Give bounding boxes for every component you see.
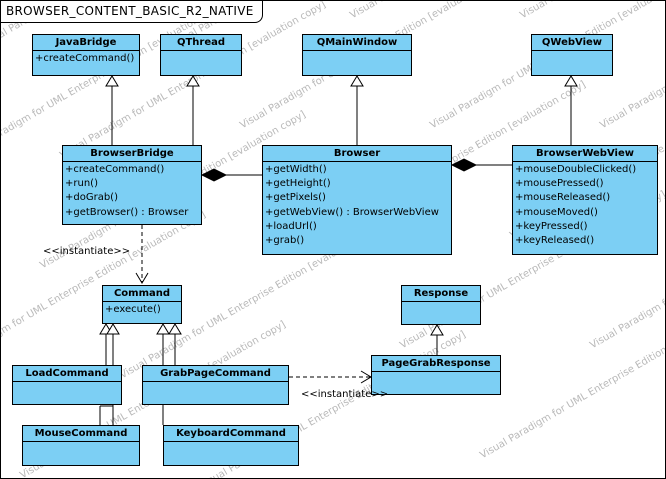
operation: +keyPressed() bbox=[515, 220, 588, 232]
class-name: QThread bbox=[161, 35, 241, 51]
generalization-grabpagecommand-command bbox=[168, 323, 182, 365]
class-name: LoadCommand bbox=[13, 366, 121, 382]
class-qwebview[interactable]: QWebView bbox=[531, 34, 613, 76]
class-browser[interactable]: Browser +getWidth() +getHeight() +getPix… bbox=[262, 145, 452, 255]
operation: +getBrowser() : Browser bbox=[65, 206, 189, 218]
operation: +doGrab() bbox=[65, 192, 118, 204]
class-name: BrowserWebView bbox=[513, 146, 657, 162]
class-name: MouseCommand bbox=[23, 426, 139, 442]
operation: +getWidth() bbox=[265, 164, 327, 175]
class-name: QWebView bbox=[532, 35, 612, 51]
generalization-browserbridge-javabridge bbox=[105, 75, 119, 145]
operation: +keyReleased() bbox=[515, 234, 595, 246]
composition-browserbridge-browser bbox=[200, 168, 262, 182]
class-pagegrabresponse[interactable]: PageGrabResponse bbox=[371, 355, 501, 395]
class-grabpagecommand[interactable]: GrabPageCommand bbox=[142, 365, 289, 405]
class-qmainwindow[interactable]: QMainWindow bbox=[302, 34, 412, 76]
class-name: BrowserBridge bbox=[63, 146, 201, 162]
dependency-grabpagecommand-pagegrabresponse bbox=[289, 370, 372, 384]
class-browserwebview[interactable]: BrowserWebView +mouseDoubleClicked() +mo… bbox=[512, 145, 658, 255]
operations-compartment: +getWidth() +getHeight() +getPixels() +g… bbox=[263, 162, 451, 248]
class-name: QMainWindow bbox=[303, 35, 411, 51]
operation: +mouseReleased() bbox=[515, 192, 611, 204]
class-name: PageGrabResponse bbox=[372, 356, 500, 372]
operation: +mouseMoved() bbox=[515, 206, 598, 218]
operation: +createCommand() bbox=[35, 53, 135, 64]
operation: +execute() bbox=[105, 304, 161, 315]
operation: +run() bbox=[65, 178, 98, 190]
operations-compartment: +createCommand() +run() +doGrab() +getBr… bbox=[63, 162, 201, 220]
dependency-browserbridge-command bbox=[135, 225, 149, 284]
class-name: GrabPageCommand bbox=[143, 366, 288, 382]
composition-browser-browserwebview bbox=[450, 158, 512, 172]
instantiate-label-command: <<instantiate>> bbox=[43, 246, 131, 257]
generalization-browserbridge-qthread bbox=[186, 75, 200, 145]
instantiate-label-response: <<instantiate>> bbox=[301, 389, 389, 400]
generalization-browserwebview-qwebview bbox=[564, 75, 578, 145]
class-name: JavaBridge bbox=[33, 35, 139, 51]
operation: +getWebView() : BrowserWebView bbox=[265, 206, 439, 218]
class-keyboardcommand[interactable]: KeyboardCommand bbox=[163, 425, 299, 466]
class-name: KeyboardCommand bbox=[164, 426, 298, 442]
operation: +mouseDoubleClicked() bbox=[515, 164, 637, 175]
class-browserbridge[interactable]: BrowserBridge +createCommand() +run() +d… bbox=[62, 145, 202, 225]
class-qthread[interactable]: QThread bbox=[160, 34, 242, 76]
operation: +getPixels() bbox=[265, 192, 326, 204]
operation: +mousePressed() bbox=[515, 178, 604, 190]
operation: +createCommand() bbox=[65, 164, 165, 175]
class-response[interactable]: Response bbox=[401, 285, 481, 325]
class-javabridge[interactable]: JavaBridge +createCommand() bbox=[32, 34, 140, 76]
class-name: Browser bbox=[263, 146, 451, 162]
class-loadcommand[interactable]: LoadCommand bbox=[12, 365, 122, 405]
class-command[interactable]: Command +execute() bbox=[102, 285, 182, 324]
operation: +grab() bbox=[265, 234, 305, 246]
operation: +loadUrl() bbox=[265, 220, 317, 232]
generalization-browser-qmainwindow bbox=[350, 75, 364, 145]
operations-compartment: +createCommand() bbox=[33, 51, 139, 66]
operation: +getHeight() bbox=[265, 178, 331, 190]
class-mousecommand[interactable]: MouseCommand bbox=[22, 425, 140, 466]
operations-compartment: +execute() bbox=[103, 302, 181, 317]
class-name: Response bbox=[402, 286, 480, 302]
generalization-pagegrabresponse-response bbox=[430, 324, 444, 355]
class-name: Command bbox=[103, 286, 181, 302]
diagram-frame-title: BROWSER_CONTENT_BASIC_R2_NATIVE bbox=[1, 1, 263, 23]
operations-compartment: +mouseDoubleClicked() +mousePressed() +m… bbox=[513, 162, 657, 248]
